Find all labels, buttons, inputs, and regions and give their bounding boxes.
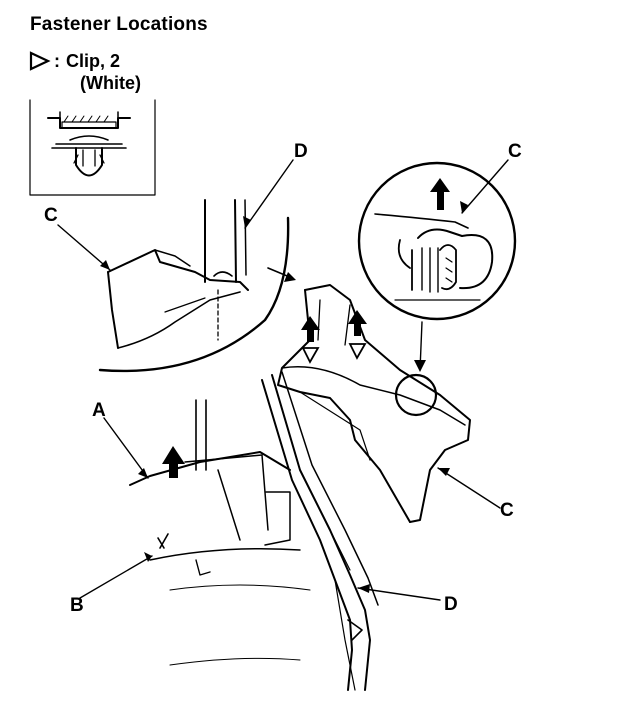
leader-arrowhead <box>144 552 152 562</box>
legend-separator: : <box>54 51 60 71</box>
main-trim-part <box>277 284 471 523</box>
callout-c-left: C <box>44 205 58 226</box>
leader-arrowhead <box>243 216 251 228</box>
leader-arrowhead <box>414 360 426 372</box>
leader-arrowhead <box>438 468 450 476</box>
up-arrow-icon <box>301 316 320 342</box>
callout-d-top: D <box>294 141 308 162</box>
fastener-legend: : Clip, 2 (White) <box>28 50 141 94</box>
leader-arrowhead <box>100 260 110 270</box>
lower-body-panel <box>129 399 311 666</box>
leader-lines <box>57 159 509 601</box>
callout-c-top-right: C <box>508 141 522 162</box>
left-magnified-view <box>98 199 290 373</box>
up-arrow-icon <box>430 178 450 210</box>
legend-color-label: (White) <box>80 73 141 93</box>
up-arrow-icon <box>162 446 185 478</box>
leader-arrowhead <box>358 584 370 593</box>
leader-arrowhead <box>138 468 148 478</box>
up-arrow-icon <box>348 310 367 336</box>
callout-c-right: C <box>500 500 514 521</box>
triangle-outline-icon <box>29 51 51 71</box>
pillar-trim-d <box>261 371 379 691</box>
leader-arrowhead <box>284 272 296 282</box>
clip-location-triangle-icon <box>348 343 367 360</box>
clip-location-triangle-icon <box>301 347 320 364</box>
callout-b: B <box>70 595 84 616</box>
right-magnified-view <box>357 161 517 321</box>
clip-detail-inset <box>29 99 156 196</box>
callout-d-bottom: D <box>444 594 458 615</box>
page-title: Fastener Locations <box>30 14 208 35</box>
leader-arrowhead <box>460 201 468 213</box>
legend-clip-label: Clip, 2 <box>66 51 121 71</box>
callout-a: A <box>92 400 106 421</box>
